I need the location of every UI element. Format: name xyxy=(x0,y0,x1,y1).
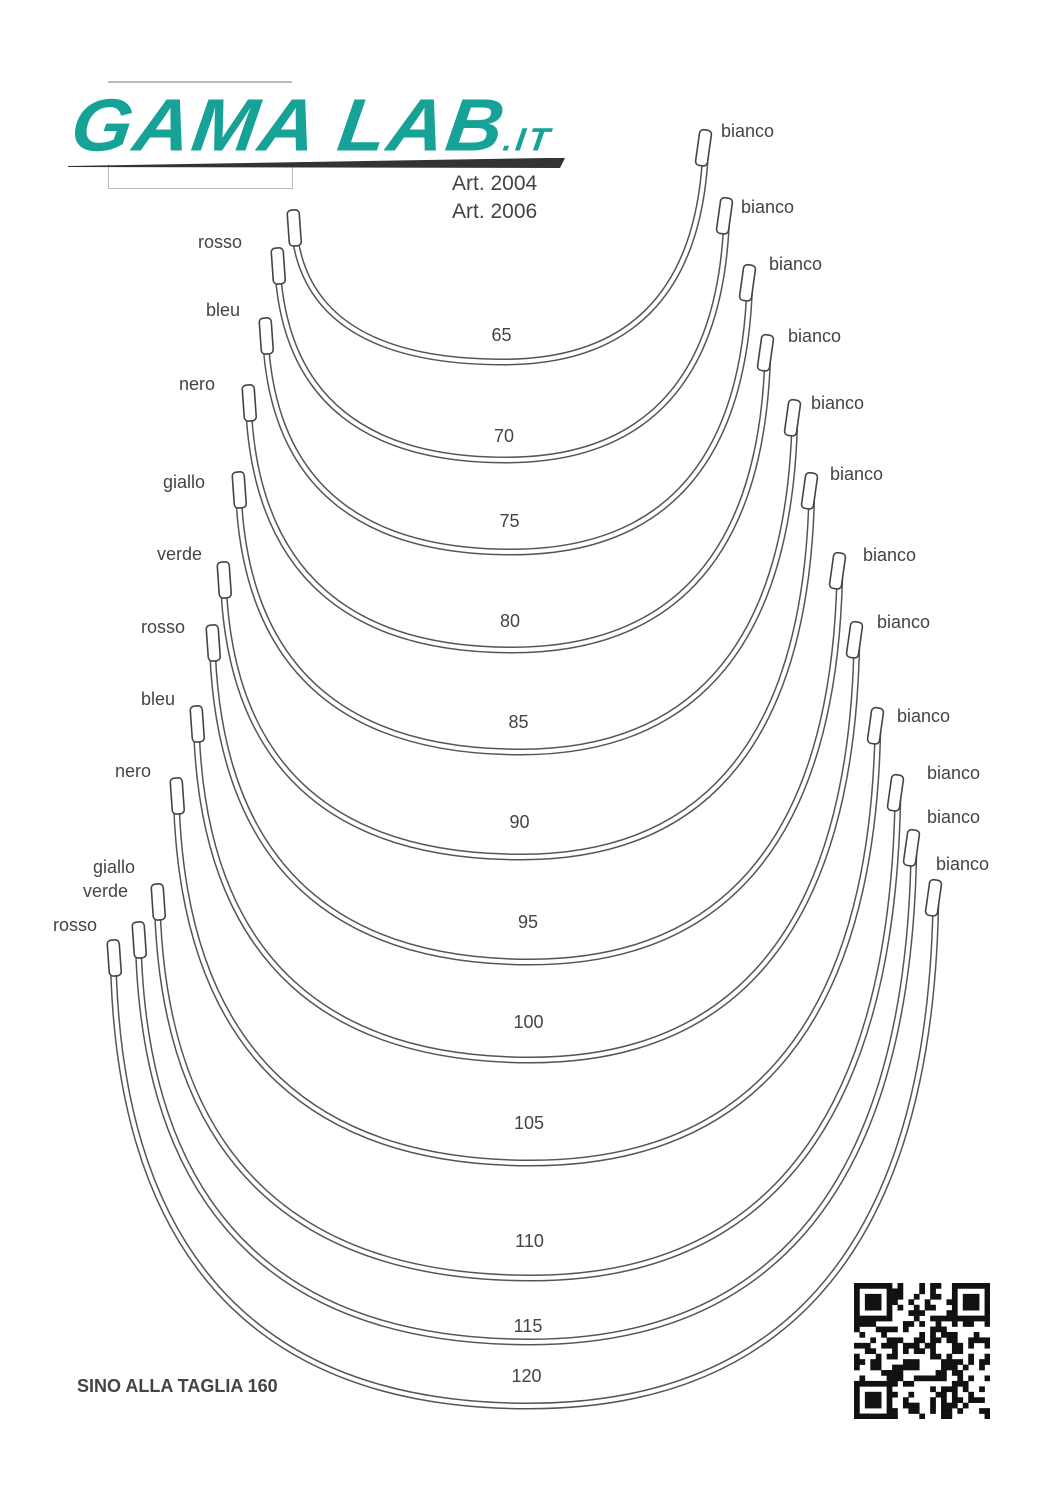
wire-115 xyxy=(131,828,921,1346)
right-color-label: bianco xyxy=(741,197,795,217)
wire-tip-left xyxy=(231,471,248,509)
size-label: 80 xyxy=(499,611,521,631)
left-color-label: giallo xyxy=(163,472,206,492)
size-label: 75 xyxy=(499,511,520,531)
wire-tip-right xyxy=(694,128,713,167)
left-color-label: bleu xyxy=(141,689,176,709)
wire-tip-right xyxy=(924,878,943,917)
size-label: 105 xyxy=(513,1113,545,1133)
footer-note: SINO ALLA TAGLIA 160 xyxy=(77,1376,278,1396)
wire-tip-right xyxy=(738,263,757,302)
wire-70 xyxy=(270,196,734,464)
article-2: Art. 2006 xyxy=(452,200,538,223)
wire-90 xyxy=(216,471,819,861)
wire-95 xyxy=(205,551,847,966)
wire-tip-left xyxy=(189,705,206,743)
wire-tip-left xyxy=(270,247,287,285)
left-color-label: verde xyxy=(157,544,203,564)
right-color-label: bianco xyxy=(863,545,917,565)
wire-tip-left xyxy=(286,209,303,247)
size-label: 95 xyxy=(517,912,539,932)
wire-tip-left xyxy=(150,883,167,921)
wire-tip-right xyxy=(715,196,734,235)
left-color-label: nero xyxy=(179,374,216,394)
left-color-label: rosso xyxy=(53,915,98,935)
brand-logo: GAMA LAB.IT xyxy=(66,78,573,193)
wire-tip-left xyxy=(241,384,258,422)
right-color-label: bianco xyxy=(811,393,865,413)
wire-tip-left xyxy=(131,921,148,959)
wire-tip-right xyxy=(828,551,847,590)
wire-120 xyxy=(106,878,943,1410)
size-label: 70 xyxy=(493,426,515,446)
wire-tip-left xyxy=(169,777,186,815)
right-color-label: bianco xyxy=(897,706,951,726)
left-color-label: verde xyxy=(83,881,129,901)
wire-65 xyxy=(286,128,713,366)
size-label: 115 xyxy=(513,1316,543,1336)
right-color-label: bianco xyxy=(721,121,775,141)
wire-100 xyxy=(189,620,864,1064)
logo-frame-top xyxy=(108,81,292,83)
left-color-label: bleu xyxy=(206,300,241,320)
left-color-label: nero xyxy=(115,761,152,781)
wire-105 xyxy=(169,706,885,1167)
wire-tip-right xyxy=(783,398,802,437)
left-color-label: rosso xyxy=(141,617,186,637)
size-label: 110 xyxy=(515,1231,544,1251)
left-color-label: rosso xyxy=(198,232,243,252)
wire-75 xyxy=(258,263,757,556)
wire-tip-left xyxy=(216,561,233,599)
size-label: 120 xyxy=(511,1366,542,1386)
right-color-label: bianco xyxy=(830,464,884,484)
qr-code xyxy=(854,1283,990,1419)
wire-tip-right xyxy=(866,706,885,745)
size-label: 100 xyxy=(513,1012,544,1032)
wire-tip-left xyxy=(258,317,275,355)
right-color-label: bianco xyxy=(877,612,931,632)
size-label: 85 xyxy=(508,712,529,732)
right-color-label: bianco xyxy=(927,807,981,827)
wire-tip-right xyxy=(886,773,905,812)
wire-80 xyxy=(241,333,775,654)
right-color-label: bianco xyxy=(788,326,842,346)
size-label: 90 xyxy=(509,812,530,832)
logo-swoosh xyxy=(68,158,565,168)
article-1: Art. 2004 xyxy=(452,172,538,195)
right-color-label: bianco xyxy=(769,254,823,274)
wire-tip-right xyxy=(902,828,921,867)
wire-tip-left xyxy=(106,939,123,977)
wire-tip-left xyxy=(205,624,222,662)
right-color-label: bianco xyxy=(927,763,981,783)
left-color-label: giallo xyxy=(93,857,136,877)
wire-tip-right xyxy=(845,620,864,659)
wire-85 xyxy=(231,398,802,756)
logo-frame-box xyxy=(108,164,293,189)
wire-tip-right xyxy=(756,333,775,372)
wire-110 xyxy=(150,773,905,1282)
wire-tip-right xyxy=(800,471,819,510)
size-label: 65 xyxy=(491,325,512,345)
right-color-label: bianco xyxy=(936,854,990,874)
